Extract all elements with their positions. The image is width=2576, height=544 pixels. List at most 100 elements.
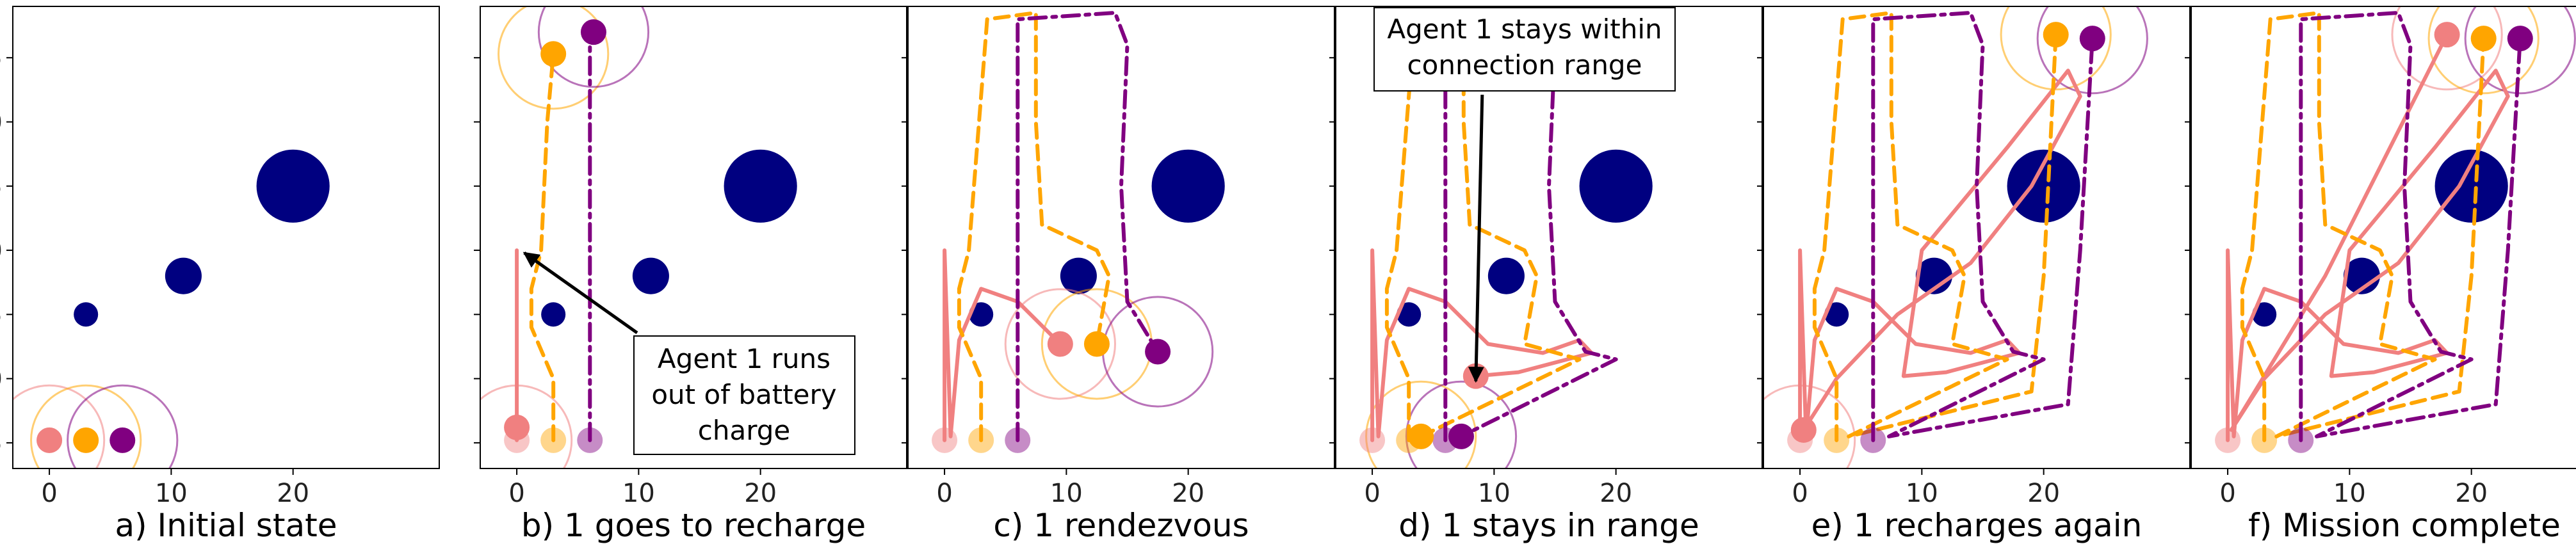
range-ring-agent-3 (1405, 380, 1518, 468)
base-marker-2 (540, 427, 567, 453)
agent-1-marker (1790, 417, 1817, 443)
agent-2-marker (2043, 22, 2069, 48)
obstacle-2 (165, 257, 202, 294)
base-marker-1 (932, 427, 958, 453)
path-agent-1 (2226, 33, 2510, 442)
panel-caption: a) Initial state (115, 507, 337, 544)
x-tick-label: 10 (2333, 479, 2366, 508)
x-tick-label: 20 (277, 479, 309, 508)
obstacle-1 (1397, 302, 1422, 327)
annotation-arrow (1468, 94, 1484, 383)
agent-2-marker (73, 427, 99, 453)
y-tick-label: −5 (0, 429, 3, 458)
x-tick-label: 10 (1906, 479, 1938, 508)
base-marker-3 (1005, 427, 1031, 453)
x-tick-label: 0 (1792, 479, 1808, 508)
base-marker-2 (968, 427, 994, 453)
plot-area (13, 149, 330, 468)
path-agent-3 (1443, 11, 1618, 442)
base-marker-3 (1860, 427, 1886, 453)
x-tick-label: 0 (41, 479, 57, 508)
agent-2-marker (1408, 423, 1434, 449)
path-agent-2 (529, 52, 556, 442)
x-tick-label: 10 (155, 479, 188, 508)
x-tick-label: 0 (1364, 479, 1380, 508)
agent-3-marker (2507, 26, 2533, 52)
range-ring-agent-1 (1004, 288, 1116, 400)
agent-2-marker (2470, 26, 2497, 52)
y-tick-label: 0 (0, 365, 3, 394)
x-tick-label: 20 (1172, 479, 1204, 508)
obstacle-3 (724, 149, 797, 223)
path-agent-1 (1798, 68, 2082, 442)
y-tick-label: 25 (0, 44, 3, 73)
axes-frame (2191, 6, 2576, 469)
x-tick-label: 20 (2455, 479, 2488, 508)
path-agent-1 (1370, 248, 1594, 442)
path-agent-3 (1016, 11, 1160, 442)
range-ring-agent-2 (498, 6, 610, 110)
obstacle-1 (541, 302, 566, 327)
base-marker-3 (577, 427, 603, 453)
obstacle-1 (74, 302, 99, 327)
annotation-line: out of battery (651, 379, 836, 410)
range-ring-agent-3 (537, 6, 650, 88)
agent-1-marker (2434, 22, 2460, 48)
agent-3-marker (109, 427, 136, 453)
obstacle-1 (2252, 302, 2277, 327)
range-ring-agent-3 (2464, 6, 2576, 95)
path-agent-2 (1812, 11, 2058, 442)
x-tick-label: 20 (744, 479, 777, 508)
axes-frame (1763, 6, 2191, 469)
base-marker-1 (1359, 427, 1386, 453)
plot-area (1763, 6, 2148, 468)
annotation-arrow (522, 252, 638, 335)
range-ring-agent-2 (1365, 380, 1477, 468)
x-tick-label: 0 (936, 479, 952, 508)
obstacle-3 (1579, 149, 1653, 223)
y-tick-label: 20 (0, 108, 3, 138)
annotation-panel-b: Agent 1 runs out of battery charge (522, 252, 855, 455)
annotation-box (1373, 7, 1676, 92)
annotation-box (633, 335, 855, 455)
agent-3-marker (1448, 423, 1474, 449)
obstacle-1 (969, 302, 994, 327)
range-ring-agent-2 (30, 384, 142, 468)
agent-2-marker (1083, 331, 1110, 357)
range-ring-agent-3 (67, 384, 179, 468)
x-tick-label: 10 (1050, 479, 1083, 508)
obstacle-1 (1824, 302, 1849, 327)
panel-caption: d) 1 stays in range (1398, 507, 1699, 544)
annotation-line: charge (698, 415, 790, 446)
agent-3-marker (580, 19, 606, 45)
annotation-line: Agent 1 stays within (1387, 13, 1662, 45)
x-tick-label: 0 (508, 479, 524, 508)
base-marker-3 (2288, 427, 2314, 453)
agent-1-marker (36, 427, 63, 453)
base-marker-2 (2251, 427, 2278, 453)
axes-frame (12, 6, 440, 469)
agent-2-marker (540, 41, 567, 67)
x-tick-label: 0 (2219, 479, 2235, 508)
axes-frame (1335, 6, 1763, 469)
obstacle-2 (1487, 257, 1525, 294)
y-tick-label: 10 (0, 236, 3, 266)
path-agent-3 (2299, 11, 2522, 442)
base-marker-1 (2215, 427, 2241, 453)
base-marker-2 (1824, 427, 1850, 453)
plot-area (2215, 6, 2576, 453)
annotation-line: Agent 1 runs (658, 343, 830, 374)
obstacle-3 (2434, 149, 2508, 223)
obstacle-3 (256, 149, 330, 223)
panel-caption: b) 1 goes to recharge (521, 507, 866, 544)
path-agent-2 (957, 11, 1111, 442)
axes-frame (907, 6, 1335, 469)
agent-1-marker (1047, 331, 1073, 357)
obstacle-2 (2343, 257, 2380, 294)
obstacle-2 (1060, 257, 1097, 294)
